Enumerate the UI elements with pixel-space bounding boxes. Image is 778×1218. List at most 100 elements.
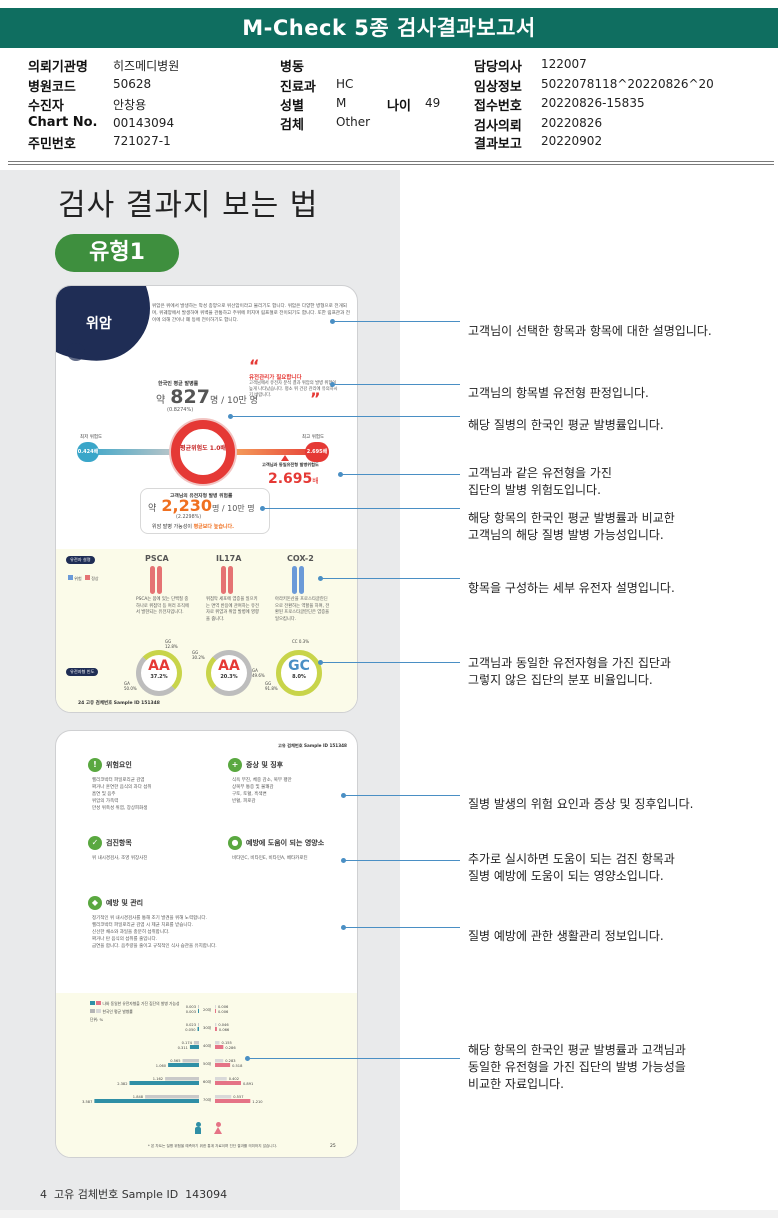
genotype-label: GC bbox=[288, 658, 310, 674]
bar-male-group bbox=[94, 1099, 199, 1103]
genotype-donut: GC 8.0% bbox=[276, 650, 322, 696]
age-value: 49 bbox=[425, 96, 441, 110]
leader-line bbox=[332, 321, 460, 322]
gene-legend: 위험 정상 bbox=[68, 575, 99, 582]
divider bbox=[8, 164, 774, 165]
data-label: 0.050 bbox=[185, 1028, 196, 1032]
legend-b-label: 정상 bbox=[91, 576, 99, 581]
legend-b-icon bbox=[90, 1009, 95, 1013]
group-value: 2,230 bbox=[161, 496, 212, 515]
risk-title: 위험요인 bbox=[106, 761, 132, 769]
info-label: 진료과 bbox=[280, 80, 316, 95]
genotype-label: AA bbox=[218, 658, 240, 674]
prevention-list: 정기적인 위 내시경검사를 통해 조기 발견을 위해 노력합니다. 헬리코박터 … bbox=[92, 915, 342, 950]
genotype-label: AA bbox=[148, 658, 170, 674]
bar-male-group bbox=[198, 1009, 199, 1013]
bar-female-group bbox=[215, 1099, 251, 1103]
my-risk: 2.695배 bbox=[268, 468, 319, 487]
list-item: 위암의 가족력 bbox=[92, 799, 119, 804]
specimen-value: Other bbox=[336, 115, 371, 129]
info-label: 수진자 bbox=[28, 99, 64, 114]
sex-value: M bbox=[336, 96, 347, 110]
list-item: 상복부 통증 및 불쾌감 bbox=[232, 785, 274, 790]
prevention-heading: ◆예방 및 관리 bbox=[88, 896, 143, 910]
bar-male-average bbox=[145, 1095, 199, 1099]
report-date-value: 20220902 bbox=[541, 134, 603, 148]
bar-female-average bbox=[215, 1059, 224, 1063]
page-footer: 24 고유 검체번호 Sample ID 151348 bbox=[78, 701, 160, 706]
group-risk: 약 2,230명 / 10만 명 bbox=[148, 496, 255, 515]
risk-factors-heading: !위험요인 bbox=[88, 758, 132, 772]
genotype-top: GG 12.8% bbox=[165, 639, 178, 649]
genotype-donut: AA 37.2% bbox=[136, 650, 182, 696]
genotype-right: GA 49.6% bbox=[252, 668, 265, 678]
symptom-icon: + bbox=[228, 758, 242, 772]
chromosome-icon bbox=[150, 566, 162, 594]
annotation-text: 해당 질병의 한국인 평균 발병률입니다. bbox=[468, 418, 664, 432]
nutrient-icon: ● bbox=[228, 836, 242, 850]
patient-info: 의뢰기관명 히즈메디병원 병원코드 50628 수진자 안창용 Chart No… bbox=[0, 56, 778, 156]
leader-dot bbox=[318, 576, 323, 581]
data-label: 2.382 bbox=[117, 1082, 127, 1086]
bar-male-group bbox=[197, 1027, 199, 1031]
nutrient-heading: ●예방에 도움이 되는 영양소 bbox=[228, 836, 324, 850]
leader-line bbox=[320, 662, 460, 663]
my-risk-unit: 배 bbox=[312, 477, 319, 485]
list-item: 흡연 및 음주 bbox=[92, 792, 116, 797]
page-number: 25 bbox=[330, 1144, 336, 1149]
leader-dot bbox=[260, 506, 265, 511]
my-risk-value: 2.695 bbox=[268, 471, 313, 487]
info-label: 검체 bbox=[280, 118, 304, 133]
clinical-value: 5022078118^20220826^20 bbox=[541, 77, 714, 91]
bar-female-average bbox=[215, 1077, 227, 1081]
data-label: 0.402 bbox=[229, 1077, 239, 1081]
symptom-list: 식욕 부진, 체중 감소, 복부 팽만 상복부 통증 및 불쾌감 구토, 토혈,… bbox=[232, 777, 342, 805]
genotype-pct: 37.2% bbox=[150, 674, 168, 680]
leader-dot bbox=[338, 472, 343, 477]
legend-b-label: 한국인 평균 발병률 bbox=[102, 1009, 133, 1014]
data-label: 0.286 bbox=[225, 1046, 236, 1050]
dept-value: HC bbox=[336, 77, 354, 91]
data-label: 0.003 bbox=[186, 1005, 196, 1009]
bar-male-group bbox=[189, 1045, 199, 1049]
annotation-text: 고객님의 항목별 유전형 판정입니다. bbox=[468, 386, 649, 400]
bar-male-average bbox=[165, 1077, 199, 1081]
leader-line bbox=[230, 416, 460, 417]
gene-description: PSCA는 몸에 있는 단백질 중 하나로 위점막 등 여러 조직에서 발현되는… bbox=[136, 597, 189, 615]
legend-a-label: 위험 bbox=[74, 576, 82, 581]
compare-line: 위암 발병 가능성이 평균보다 높습니다. bbox=[152, 523, 234, 530]
group-risk-box bbox=[140, 488, 270, 534]
group-risk-label: 고객님의 유전자형 발병 위험률 bbox=[170, 494, 233, 499]
age-label: 60대 bbox=[203, 1079, 211, 1084]
leader-dot bbox=[341, 793, 346, 798]
info-label: Chart No. bbox=[28, 115, 98, 130]
genotype-pct: 8.0% bbox=[292, 674, 306, 680]
data-label: 0.518 bbox=[232, 1064, 243, 1068]
list-item: 금연을 합니다. 음주량을 줄이고 규칙적인 식사 습관을 유지합니다. bbox=[92, 944, 217, 949]
chart-legend: 나와 동일한 유전자형을 가진 집단의 발병 가능성 한국인 평균 발병률 단위… bbox=[90, 1000, 180, 1024]
request-date-value: 20220826 bbox=[541, 116, 603, 130]
prevent-title: 예방 및 관리 bbox=[106, 899, 144, 907]
annotation-text: 고객님과 동일한 유전자형을 가진 집단과 그렇지 않은 집단의 분포 비율입니… bbox=[468, 656, 671, 687]
info-label: 주민번호 bbox=[28, 137, 76, 152]
leader-dot bbox=[330, 319, 335, 324]
gene-description: 위점막 세포에 염증을 일으키는 면역 반응에 관여하는 유전자로 위염과 위암… bbox=[206, 597, 259, 622]
genotype-donut: AA 20.3% bbox=[206, 650, 252, 696]
annotation-text: 질병 예방에 관한 생활관리 정보입니다. bbox=[468, 929, 664, 943]
min-risk-badge: 0.424배 bbox=[77, 442, 99, 462]
annotation-text: 해당 항목의 한국인 평균 발병률과 비교한 고객님의 해당 질병 발병 가능성… bbox=[468, 511, 675, 542]
avg-unit: 명 / 10만 명 bbox=[209, 396, 258, 406]
avg-risk-text: 평균위험도 1.0배 bbox=[180, 445, 226, 452]
group-percent: (2.2298%) bbox=[176, 515, 202, 520]
type-badge: 유형1 bbox=[55, 234, 179, 272]
checkup-title: 검진항목 bbox=[106, 839, 132, 847]
age-label: 50대 bbox=[203, 1061, 211, 1066]
bar-female-group bbox=[215, 1063, 231, 1067]
data-label: 0.006 bbox=[218, 1010, 229, 1014]
bar-female-group bbox=[215, 1027, 217, 1031]
annotation-panel bbox=[400, 170, 778, 1210]
leader-dot bbox=[245, 1056, 250, 1061]
data-label: 0.003 bbox=[186, 1010, 196, 1014]
list-item: 짜거나 훈연한 음식의 과다 섭취 bbox=[92, 785, 152, 790]
avg-percent: (0.8274%) bbox=[167, 407, 194, 413]
